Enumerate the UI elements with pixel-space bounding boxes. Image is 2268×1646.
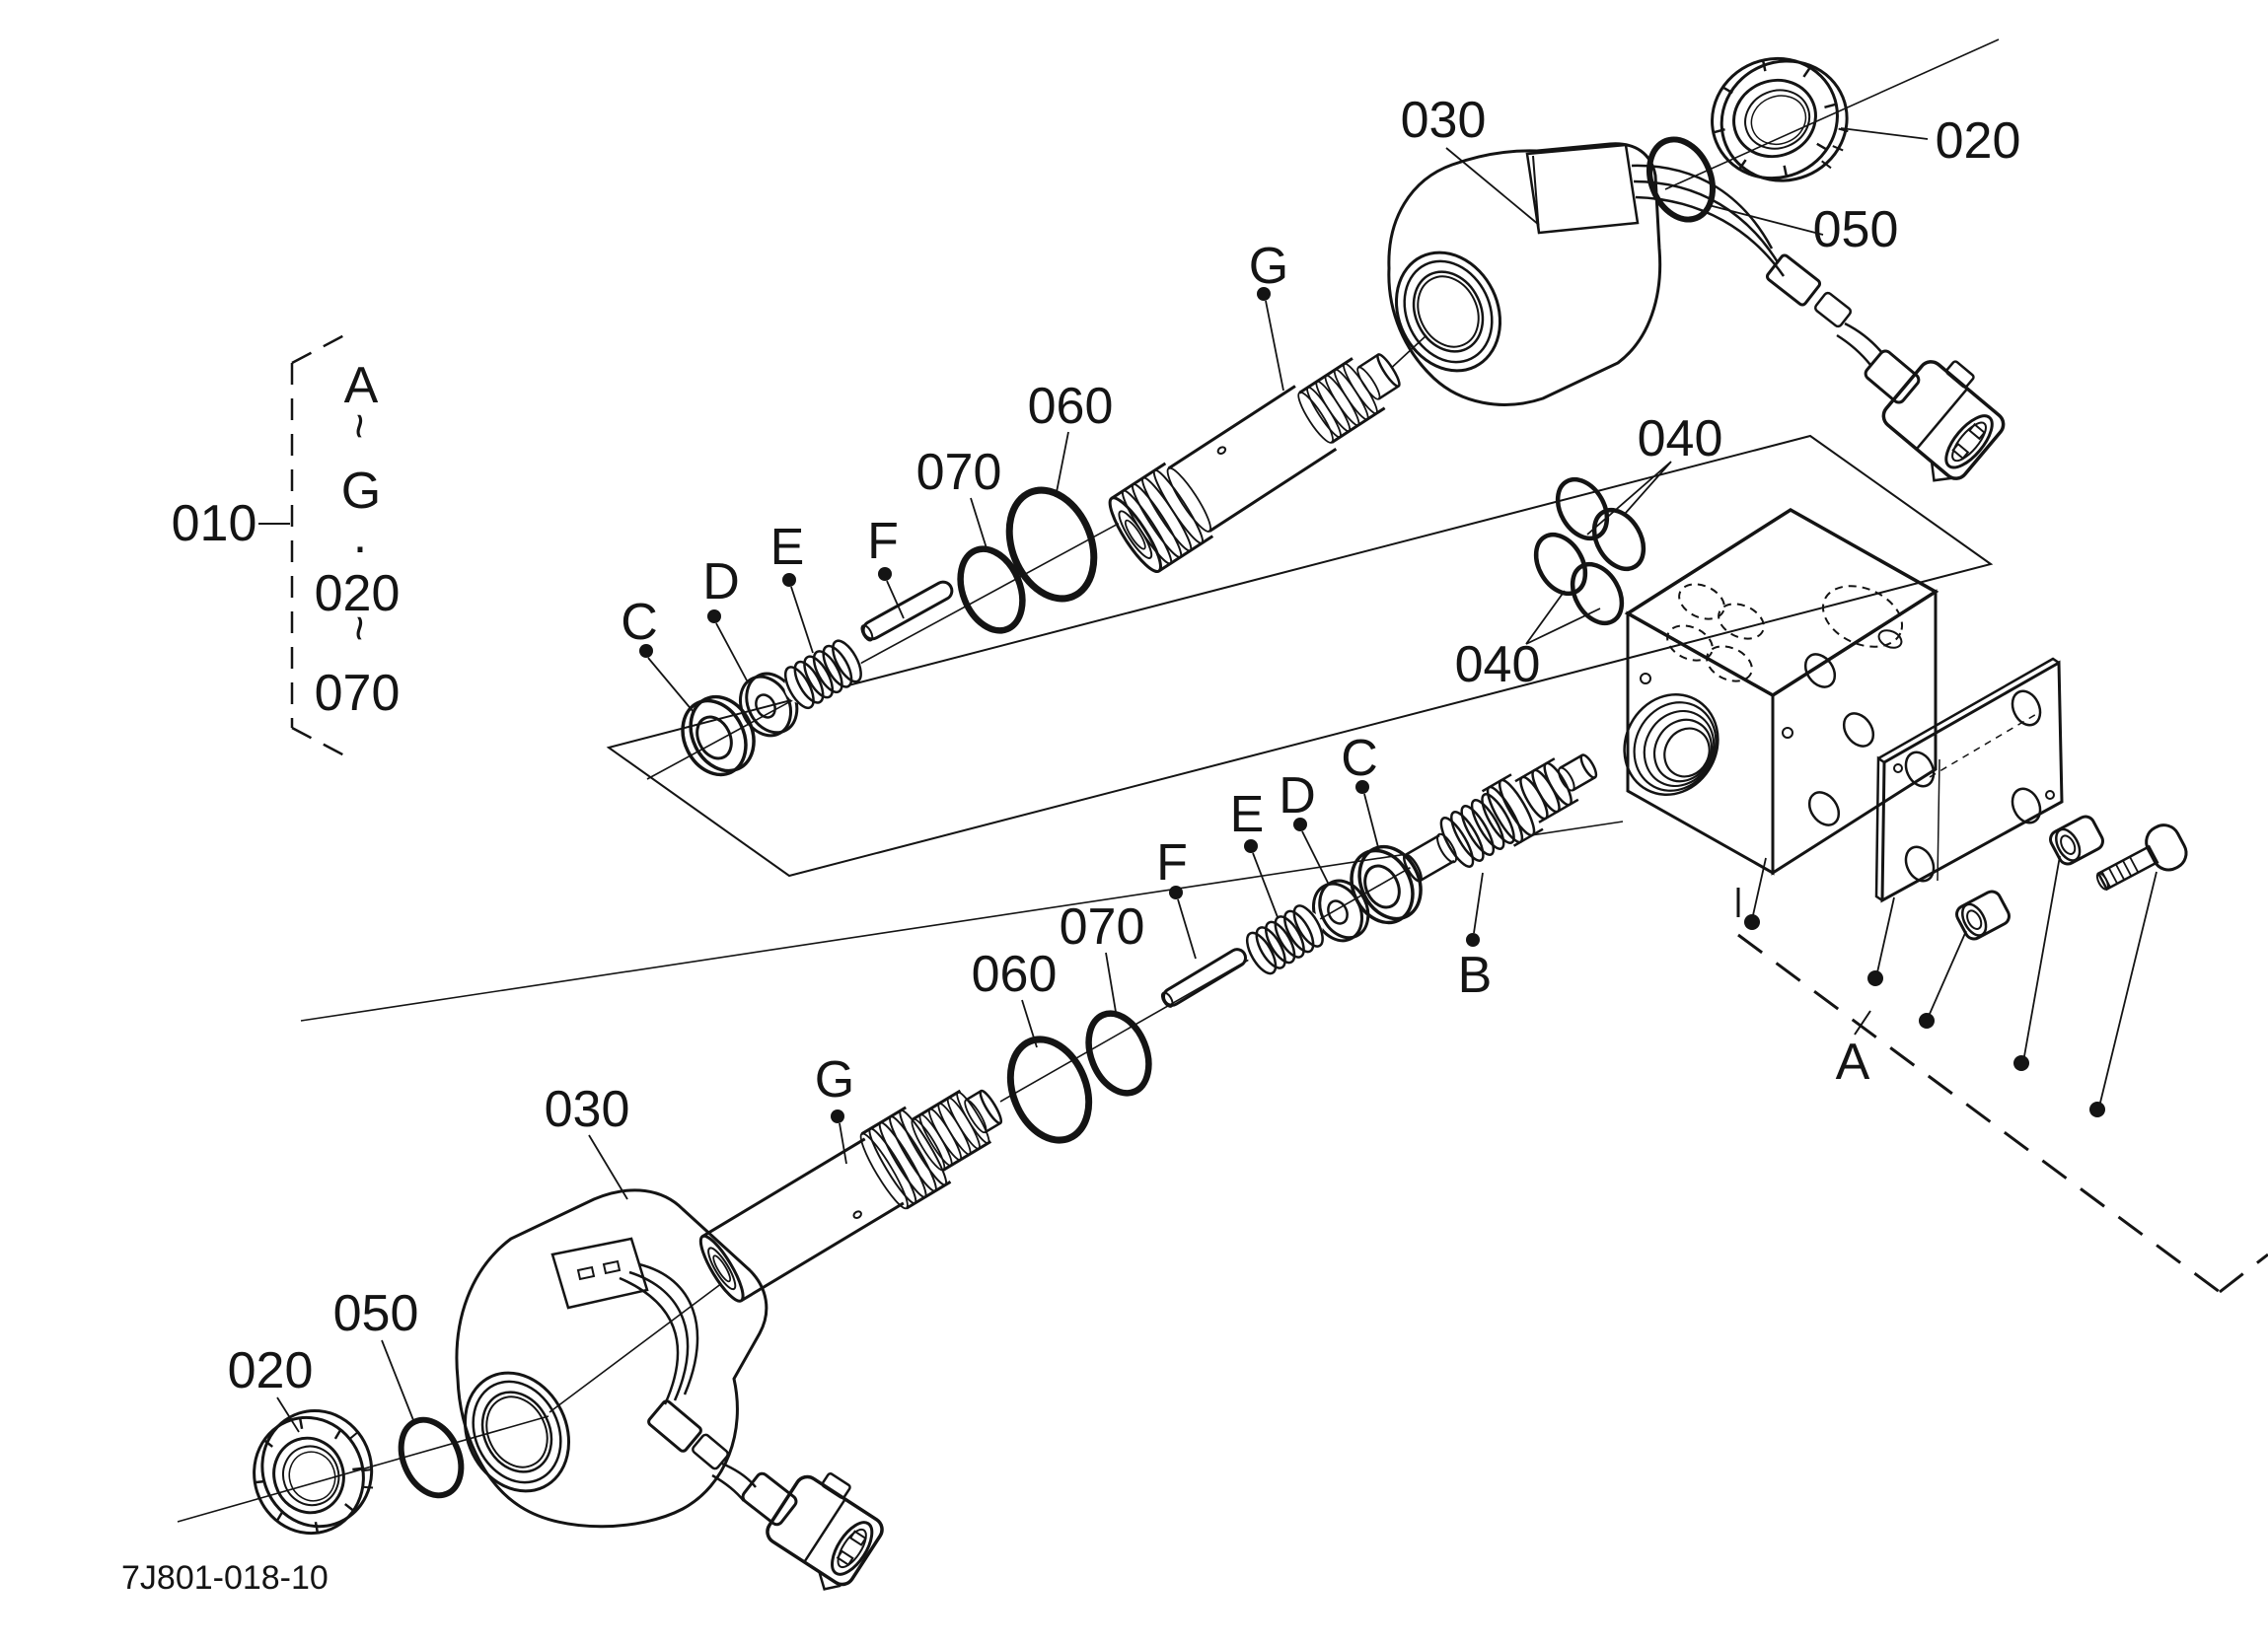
callout-lower-oring-050: 050 xyxy=(333,1285,419,1342)
upper-oring-060 xyxy=(1005,486,1098,603)
upper-oring-050 xyxy=(1646,136,1716,223)
lower-retaining-nut xyxy=(253,1408,374,1536)
lower-oring-050 xyxy=(398,1416,465,1499)
callout-upper-washer-d: D xyxy=(702,553,740,610)
callout-dots xyxy=(639,287,1480,1123)
callout-upper-washer-c: C xyxy=(621,594,658,651)
assembly-a-boundary xyxy=(1736,888,2268,1294)
upper-oring-070 xyxy=(957,545,1026,634)
group-010-bracket xyxy=(258,333,347,758)
callout-lower-washer-d: D xyxy=(1279,767,1316,824)
callout-lower-nut-020: 020 xyxy=(228,1342,314,1399)
valve-block xyxy=(1623,507,1939,876)
callout-upper-cartridge-g: G xyxy=(1249,238,1288,295)
bracket-tilde: ~ xyxy=(334,615,386,642)
lower-connector-plug xyxy=(766,1472,884,1591)
callout-block-orings-040-a: 040 xyxy=(1638,410,1723,467)
lower-coil-bore xyxy=(463,1371,571,1493)
callout-upper-pin-f: F xyxy=(867,513,899,570)
callout-group-010: 010 xyxy=(172,495,257,552)
plate-hole xyxy=(1904,751,1936,788)
assembly-a-leaders xyxy=(1752,855,2158,1104)
upper-retaining-nut xyxy=(1711,56,1849,182)
bracket-separator-dot: . xyxy=(353,507,367,564)
lower-axis-line xyxy=(999,863,1418,1103)
bolt xyxy=(2095,823,2188,892)
lower-oring-060 xyxy=(1006,1036,1093,1144)
hidden-passages xyxy=(1666,583,1904,682)
bushing xyxy=(1955,890,2011,941)
upper-spring xyxy=(783,639,862,710)
lower-wire-harness xyxy=(619,1262,699,1405)
bracket-number-to: 070 xyxy=(315,665,401,722)
lower-spring xyxy=(1245,904,1324,975)
lower-cartridge-axis xyxy=(549,1273,735,1413)
callout-lower-spring-e: E xyxy=(1230,786,1265,843)
connector-sleeve xyxy=(1864,349,1921,404)
callout-upper-spring-e: E xyxy=(770,519,805,576)
plate-hole xyxy=(2011,787,2042,824)
wire-ferrule xyxy=(647,1399,702,1453)
spool-valve-b xyxy=(1400,742,1603,892)
bracket-number-from: 020 xyxy=(315,565,401,622)
wire-ferrule xyxy=(1813,291,1853,328)
connector-sleeve xyxy=(741,1471,798,1527)
upper-solenoid-coil xyxy=(1387,142,1662,406)
drawing-number: 7J801-018-10 xyxy=(121,1559,329,1597)
lower-oring-070 xyxy=(1085,1010,1152,1097)
bracket-tilde: ~ xyxy=(334,413,386,440)
callout-upper-oring-070: 070 xyxy=(916,444,1002,501)
lower-cartridge xyxy=(690,1062,1023,1313)
callout-upper-oring-060: 060 xyxy=(1028,378,1114,435)
upper-cartridge xyxy=(1104,329,1417,578)
callout-leaders xyxy=(276,127,1929,1433)
callout-lower-pin-f: F xyxy=(1156,834,1188,892)
callout-assembly-a: A xyxy=(1836,1034,1870,1091)
upper-axis-line xyxy=(646,514,1135,780)
lower-solenoid-coil xyxy=(455,1188,768,1529)
cover-plate xyxy=(1874,657,2064,903)
lower-washer-c xyxy=(1350,844,1423,925)
bracket-letter-to: G xyxy=(341,463,381,520)
upper-coil-bore xyxy=(1394,250,1502,373)
upper-assembly-plane xyxy=(606,434,1994,878)
upper-wire-harness xyxy=(1631,164,1786,277)
threaded-port xyxy=(1623,693,1719,796)
bushing xyxy=(2049,815,2104,866)
callout-lower-spool-b: B xyxy=(1458,947,1493,1004)
lower-pin xyxy=(1160,948,1248,1008)
assembly-a-dots xyxy=(1744,914,2105,1117)
callout-lower-oring-070: 070 xyxy=(1060,898,1145,956)
callout-lower-washer-c: C xyxy=(1341,730,1378,787)
callout-upper-coil-030: 030 xyxy=(1401,92,1487,149)
callout-block-orings-040-b: 040 xyxy=(1455,636,1541,693)
upper-axis-to-corner xyxy=(1664,38,2000,190)
upper-washer-c xyxy=(681,694,756,777)
wire-ferrule xyxy=(692,1433,729,1470)
bracket-letter-from: A xyxy=(344,357,379,414)
callout-lower-coil-030: 030 xyxy=(545,1081,630,1138)
lower-axis-through-nut xyxy=(177,1415,549,1523)
wire-ferrule xyxy=(1765,253,1822,307)
plate-hole xyxy=(1904,845,1936,883)
plate-hole xyxy=(2011,689,2042,727)
wire-split xyxy=(1836,322,1883,366)
callout-lower-oring-060: 060 xyxy=(972,946,1058,1003)
orings-040 xyxy=(1525,461,1672,645)
wire-split xyxy=(711,1462,757,1502)
callout-lower-cartridge-g: G xyxy=(815,1051,854,1109)
upper-connector-plug xyxy=(1881,360,2006,482)
callout-upper-oring-050: 050 xyxy=(1813,201,1899,258)
upper-pin xyxy=(860,580,954,642)
callout-upper-nut-020: 020 xyxy=(1936,112,2021,170)
